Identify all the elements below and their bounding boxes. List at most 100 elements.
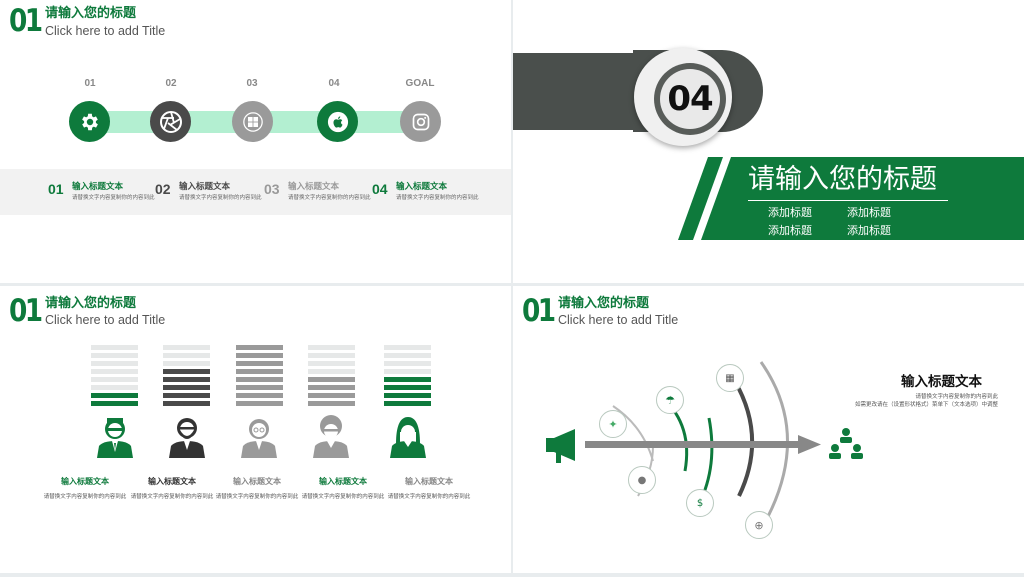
item-number: 01 bbox=[48, 181, 64, 197]
person-desc: 请替换文字内容复制你的内容到此 bbox=[301, 494, 385, 500]
person-desc: 请替换文字内容复制你的内容到此 bbox=[387, 494, 471, 500]
step-label: 02 bbox=[165, 78, 177, 89]
header-title: 请输入您的标题 bbox=[45, 6, 137, 21]
level-stripe bbox=[236, 353, 283, 358]
old-man-icon bbox=[241, 419, 277, 458]
globe-icon: ⊕ bbox=[745, 511, 773, 539]
header-number: 01 bbox=[522, 293, 556, 329]
step-label: 03 bbox=[246, 78, 258, 89]
megaphone-icon bbox=[546, 429, 575, 463]
people-group-icon: ● bbox=[628, 466, 656, 494]
level-stripe bbox=[91, 369, 138, 374]
title-underline bbox=[748, 200, 948, 201]
slide-fishbone[interactable]: 01 请输入您的标题 Click here to add Title ✦ ● ☂… bbox=[513, 286, 1024, 573]
item-title: 输入标题文本 bbox=[396, 182, 448, 192]
items-band bbox=[0, 169, 511, 215]
step-circle[interactable] bbox=[150, 101, 191, 142]
level-stripe bbox=[236, 369, 283, 374]
level-stripe bbox=[308, 401, 355, 406]
number-badge-inner bbox=[660, 69, 720, 129]
level-stripe bbox=[163, 369, 210, 374]
money-bag-icon: $ bbox=[686, 489, 714, 517]
gear-icon bbox=[81, 113, 98, 130]
level-stripe bbox=[91, 345, 138, 350]
green-banner bbox=[678, 157, 1024, 240]
level-stripe bbox=[384, 393, 431, 398]
level-stripes bbox=[163, 345, 210, 409]
level-stripe bbox=[91, 393, 138, 398]
section-number: 04 bbox=[667, 79, 713, 119]
level-stripe bbox=[91, 353, 138, 358]
umbrella-icon: ☂ bbox=[656, 386, 684, 414]
item-title: 输入标题文本 bbox=[288, 182, 340, 192]
level-stripe bbox=[236, 345, 283, 350]
item-number: 04 bbox=[372, 181, 388, 197]
apple-icon bbox=[327, 111, 348, 132]
level-stripe bbox=[308, 353, 355, 358]
level-stripe bbox=[163, 345, 210, 350]
level-stripe bbox=[308, 393, 355, 398]
camera-aperture-icon bbox=[159, 110, 182, 133]
level-stripe bbox=[384, 361, 431, 366]
level-stripe bbox=[163, 353, 210, 358]
section-title: 请输入您的标题 bbox=[748, 164, 937, 195]
header-title: 请输入您的标题 bbox=[558, 296, 650, 311]
header-subtitle: Click here to add Title bbox=[45, 24, 166, 38]
level-stripe bbox=[163, 401, 210, 406]
level-stripe bbox=[236, 377, 283, 382]
level-stripe bbox=[236, 361, 283, 366]
level-stripe bbox=[236, 385, 283, 390]
level-stripe bbox=[163, 377, 210, 382]
step-label: 04 bbox=[328, 78, 340, 89]
person-desc: 请替换文字内容复制你的内容到此 bbox=[130, 494, 214, 500]
bearded-man-icon bbox=[169, 418, 205, 458]
step-circle[interactable] bbox=[400, 101, 441, 142]
person-title: 输入标题文本 bbox=[233, 477, 281, 486]
header-subtitle: Click here to add Title bbox=[45, 313, 166, 327]
item-number: 02 bbox=[155, 181, 171, 197]
level-stripe bbox=[308, 377, 355, 382]
header-title: 请输入您的标题 bbox=[45, 296, 137, 311]
step-circle[interactable] bbox=[317, 101, 358, 142]
sub-title: 添加标题 bbox=[847, 224, 891, 237]
sub-title: 添加标题 bbox=[768, 206, 812, 219]
person-title: 输入标题文本 bbox=[319, 477, 367, 486]
fishbone-desc: 如需更改请在（设置形状格式）菜单下（文本选项）中调整 bbox=[854, 402, 998, 408]
level-stripes bbox=[236, 345, 283, 409]
header-number: 01 bbox=[9, 3, 43, 39]
item-number: 03 bbox=[264, 181, 280, 197]
step-circle[interactable] bbox=[232, 101, 273, 142]
header-number: 01 bbox=[9, 293, 43, 329]
slide-people[interactable]: 01 请输入您的标题 Click here to add Title 输入标题文… bbox=[0, 286, 511, 573]
level-stripe bbox=[236, 393, 283, 398]
item-desc: 请替换文字内容复制你的内容到此 bbox=[72, 195, 155, 201]
level-stripe bbox=[308, 345, 355, 350]
level-stripe bbox=[384, 385, 431, 390]
chart-icon: ▦ bbox=[716, 364, 744, 392]
slide-section-cover[interactable]: 04 请输入您的标题 添加标题 添加标题 添加标题 添加标题 bbox=[513, 0, 1024, 283]
level-stripe bbox=[384, 345, 431, 350]
sub-title: 添加标题 bbox=[847, 206, 891, 219]
item-desc: 请替换文字内容复制你的内容到此 bbox=[288, 195, 371, 201]
level-stripes bbox=[308, 345, 355, 409]
level-stripe bbox=[91, 385, 138, 390]
level-stripe bbox=[163, 361, 210, 366]
windows-icon bbox=[242, 111, 263, 132]
level-stripes bbox=[91, 345, 138, 409]
curly-hair-man-icon bbox=[313, 415, 349, 458]
level-stripe bbox=[308, 385, 355, 390]
item-title: 输入标题文本 bbox=[72, 182, 124, 192]
item-title: 输入标题文本 bbox=[179, 182, 231, 192]
level-stripe bbox=[91, 377, 138, 382]
person-title: 输入标题文本 bbox=[148, 477, 196, 486]
person-desc: 请替换文字内容复制你的内容到此 bbox=[43, 494, 127, 500]
step-circle[interactable] bbox=[69, 101, 110, 142]
slide-timeline[interactable]: 01 请输入您的标题 Click here to add Title 01 02… bbox=[0, 0, 511, 283]
level-stripe bbox=[384, 369, 431, 374]
level-stripe bbox=[384, 401, 431, 406]
level-stripe bbox=[384, 353, 431, 358]
step-label: GOAL bbox=[405, 78, 435, 89]
level-stripe bbox=[163, 385, 210, 390]
team-icon bbox=[829, 428, 863, 459]
person-title: 输入标题文本 bbox=[405, 477, 453, 486]
